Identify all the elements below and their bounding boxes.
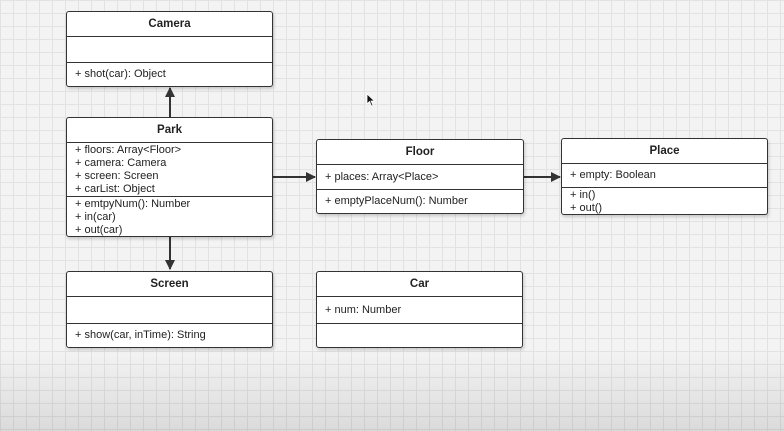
attribute: + num: Number	[325, 303, 402, 316]
mouse-cursor-icon	[366, 93, 376, 107]
method: + emptyPlaceNum(): Number	[325, 194, 468, 207]
class-park[interactable]: Park + floors: Array<Floor> + camera: Ca…	[66, 117, 273, 237]
method: + in()	[570, 189, 596, 201]
method: + shot(car): Object	[75, 67, 166, 80]
class-name: Park	[67, 118, 272, 143]
attributes-section: + places: Array<Place>	[317, 165, 523, 190]
attributes-section: + num: Number	[317, 297, 522, 324]
class-camera[interactable]: Camera + shot(car): Object	[66, 11, 273, 87]
class-name: Screen	[67, 272, 272, 297]
method: + emtpyNum(): Number	[75, 198, 191, 210]
class-car[interactable]: Car + num: Number	[316, 271, 523, 348]
method: + in(car)	[75, 211, 116, 223]
attribute: + places: Array<Place>	[325, 170, 439, 183]
class-name: Camera	[67, 12, 272, 37]
methods-section	[317, 324, 522, 346]
methods-section: + shot(car): Object	[67, 63, 272, 85]
attributes-section: + empty: Boolean	[562, 164, 767, 188]
class-screen[interactable]: Screen + show(car, inTime): String	[66, 271, 273, 348]
method: + show(car, inTime): String	[75, 328, 206, 341]
class-floor[interactable]: Floor + places: Array<Place> + emptyPlac…	[316, 139, 524, 214]
attributes-section	[67, 37, 272, 63]
methods-section: + emptyPlaceNum(): Number	[317, 190, 523, 212]
method: + out(car)	[75, 224, 123, 236]
attribute: + carList: Object	[75, 183, 155, 195]
attribute: + screen: Screen	[75, 170, 159, 182]
methods-section: + emtpyNum(): Number + in(car) + out(car…	[67, 197, 272, 240]
attributes-section	[67, 297, 272, 324]
class-name: Place	[562, 139, 767, 164]
class-name: Floor	[317, 140, 523, 165]
methods-section: + in() + out()	[562, 188, 767, 218]
attribute: + camera: Camera	[75, 157, 167, 169]
attributes-section: + floors: Array<Floor> + camera: Camera …	[67, 143, 272, 197]
attribute: + floors: Array<Floor>	[75, 144, 182, 156]
attribute: + empty: Boolean	[570, 169, 656, 181]
class-place[interactable]: Place + empty: Boolean + in() + out()	[561, 138, 768, 215]
class-name: Car	[317, 272, 522, 297]
method: + out()	[570, 202, 603, 214]
methods-section: + show(car, inTime): String	[67, 324, 272, 346]
